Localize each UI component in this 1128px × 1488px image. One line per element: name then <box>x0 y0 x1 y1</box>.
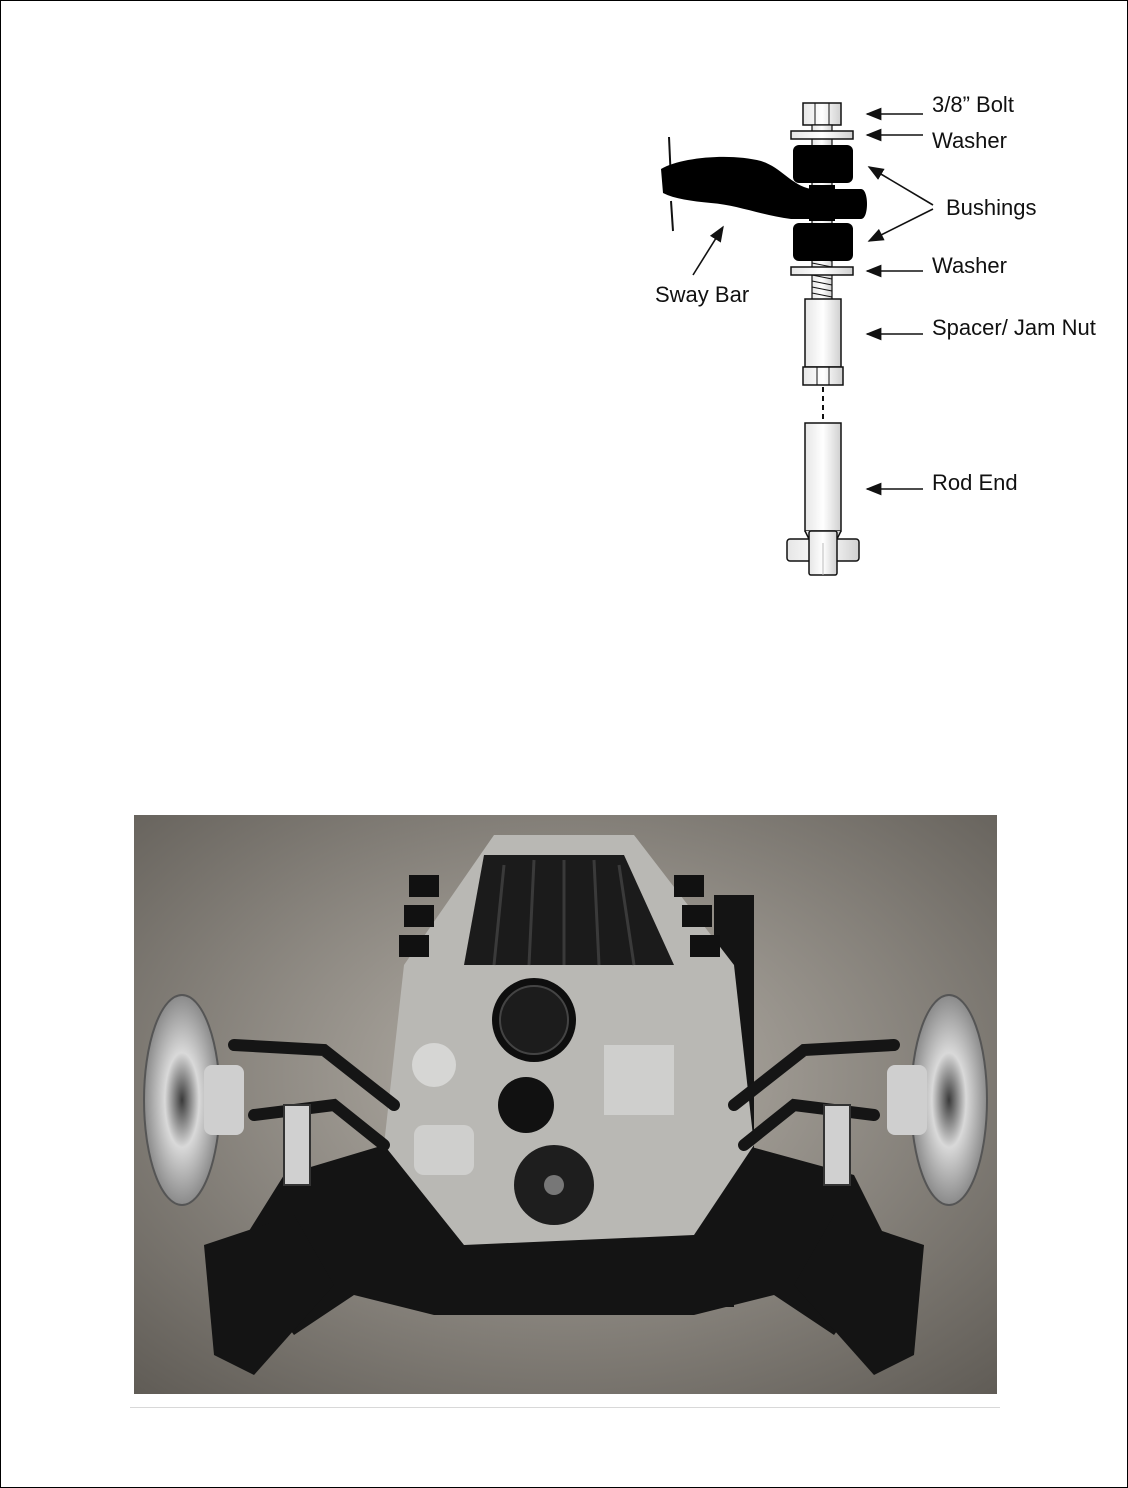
engine-block <box>384 835 754 1245</box>
label-bolt: 3/8” Bolt <box>932 92 1014 117</box>
leader-arrows <box>692 107 934 496</box>
engine-chassis-photo <box>134 815 997 1394</box>
washer-top-shape <box>790 130 854 140</box>
label-washer-bottom: Washer <box>932 253 1007 278</box>
washer-bottom-shape <box>790 266 854 276</box>
label-washer-top: Washer <box>932 128 1007 153</box>
bushing-top-shape <box>793 145 853 183</box>
coil-packs <box>399 875 720 957</box>
rod-end-shape <box>786 422 860 576</box>
brake-rotors <box>143 994 988 1206</box>
label-bushings: Bushings <box>946 195 1037 220</box>
bushing-bottom-shape <box>793 223 853 261</box>
exploded-view-drawing <box>661 102 934 576</box>
label-sway-bar: Sway Bar <box>655 282 750 307</box>
label-spacer-jam-nut: Spacer/ Jam Nut <box>932 315 1096 340</box>
footer-rule <box>130 1407 1000 1408</box>
sway-bar-link-diagram: 3/8” Bolt Washer Bushings Washer Spacer/… <box>641 81 1121 601</box>
photo-illustration <box>134 815 997 1394</box>
label-rod-end: Rod End <box>932 470 1018 495</box>
shock-absorbers <box>283 1104 851 1186</box>
spacer-jam-nut-shape <box>802 298 844 386</box>
bolt-head <box>802 102 842 126</box>
